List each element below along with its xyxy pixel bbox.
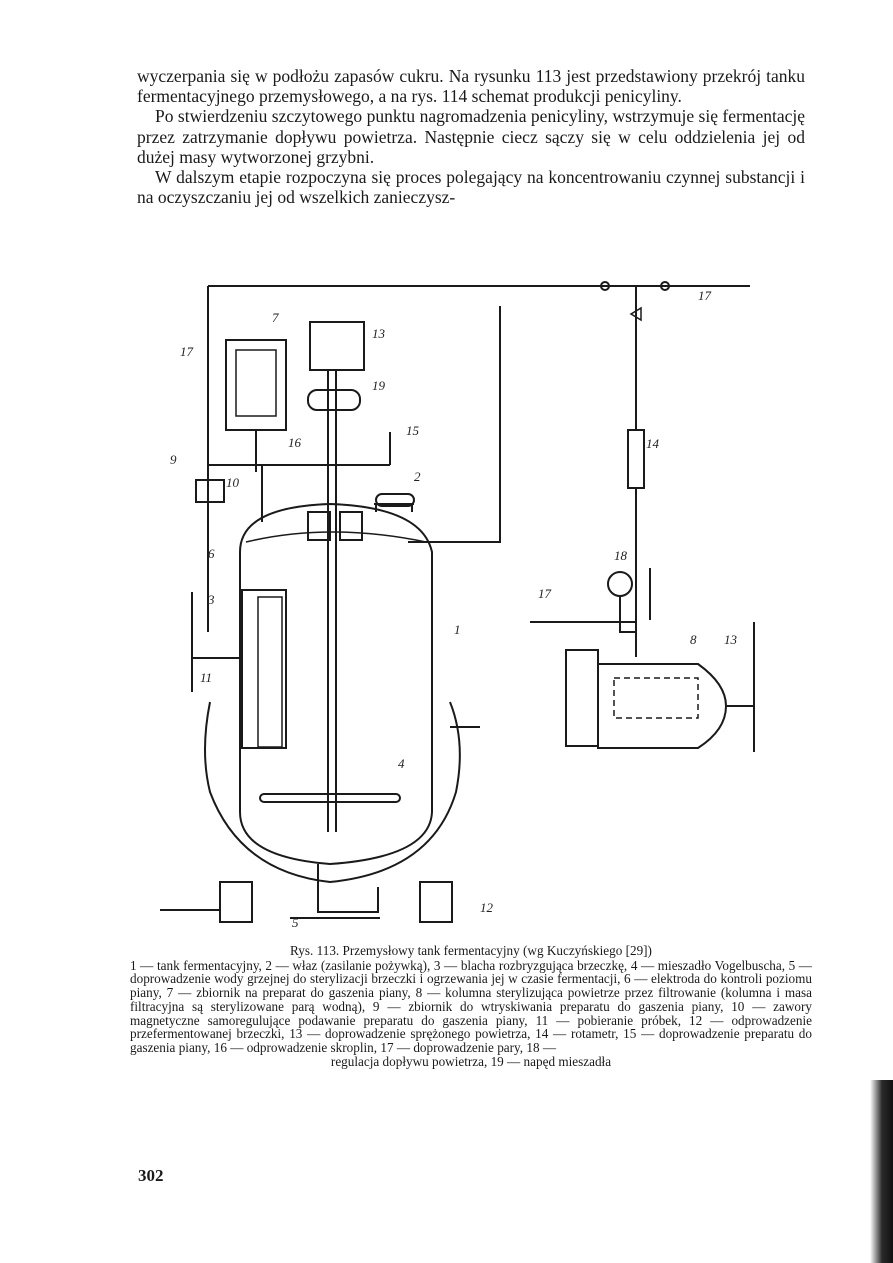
paragraph-3: W dalszym etapie rozpoczyna się proces p… (137, 167, 805, 208)
scan-edge-shadow (870, 1080, 893, 1263)
label-11: 11 (200, 670, 212, 685)
page-number: 302 (138, 1166, 164, 1185)
label-6: 6 (208, 546, 215, 561)
fermentation-tank-diagram (160, 281, 755, 923)
support-leg (419, 881, 453, 923)
label-14: 14 (646, 436, 660, 451)
caption-last-line: regulacja dopływu powietrza, 19 — napęd … (330, 1053, 612, 1069)
agitator-4 (259, 793, 401, 803)
caption-title: Rys. 113. Przemysłowy tank fermentacyjny… (290, 943, 652, 958)
paragraph-1: wyczerpania się w podłożu zapasów cukru.… (137, 66, 805, 107)
label-9: 9 (170, 452, 177, 467)
valve-icon (600, 281, 610, 291)
paragraph-2: Po stwierdzeniu szczytowego punktu nagro… (137, 106, 805, 167)
valve-icon (660, 281, 670, 291)
label-13: 13 (372, 326, 386, 341)
label-7: 7 (272, 310, 279, 325)
figure-labels: 7 13 19 15 16 2 17 9 10 6 3 1 11 4 5 12 … (170, 288, 738, 930)
injector-tank-9 (195, 479, 225, 503)
body-text: wyczerpania się w podłożu zapasów cukru.… (137, 66, 805, 207)
label-12: 12 (480, 900, 494, 915)
label-8: 8 (690, 632, 697, 647)
label-10: 10 (226, 475, 240, 490)
heating-jacket (204, 701, 461, 884)
label-4: 4 (398, 756, 405, 771)
label-3: 3 (207, 592, 215, 607)
label-13-right: 13 (724, 632, 738, 647)
support-leg (219, 881, 253, 923)
label-17-right: 17 (538, 586, 552, 601)
manhole-2 (375, 493, 415, 507)
splash-plate-3 (241, 589, 287, 749)
label-17-top: 17 (698, 288, 712, 303)
fermentation-tank-1 (239, 502, 433, 866)
label-18: 18 (614, 548, 628, 563)
label-19: 19 (372, 378, 386, 393)
fermentation-tank-figure: 7 13 19 15 16 2 17 9 10 6 3 1 11 4 5 12 … (150, 272, 780, 944)
caption-body: 1 — tank fermentacyjny, 2 — właz (zasila… (130, 957, 812, 1055)
label-2: 2 (414, 469, 421, 484)
label-15: 15 (406, 423, 420, 438)
label-17-left: 17 (180, 344, 194, 359)
rotameter-14 (627, 429, 645, 489)
agitator-drive-19 (307, 389, 361, 411)
label-16: 16 (288, 435, 302, 450)
label-1: 1 (454, 622, 461, 637)
figure-caption: Rys. 113. Przemysłowy tank fermentacyjny… (130, 944, 812, 1068)
label-5: 5 (292, 915, 299, 930)
